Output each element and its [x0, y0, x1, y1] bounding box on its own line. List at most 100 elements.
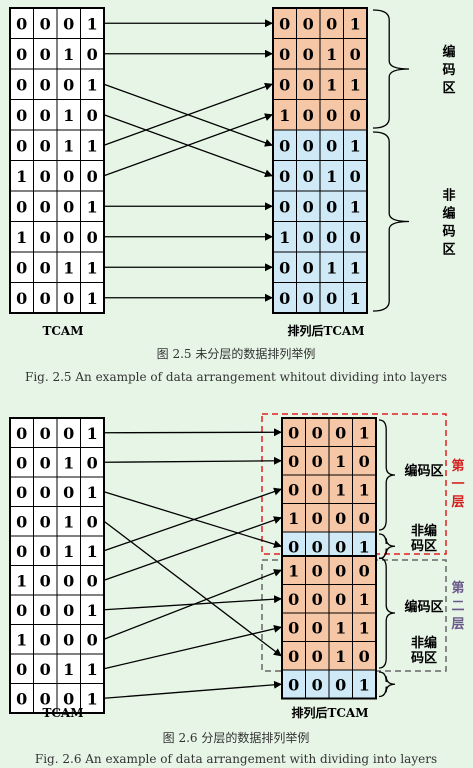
fig2-tcam-cell-value: 0 [16, 512, 27, 531]
fig2-tcam-cell-value: 0 [40, 689, 51, 708]
fig2-tcam-cell-value: 0 [63, 571, 74, 590]
fig2-tcam-cell-value: 0 [40, 483, 51, 502]
fig1-sorted-label: 排列后TCAM [287, 323, 364, 338]
fig1-tcam-cell-value: 1 [63, 106, 74, 125]
fig2-tcam-cell-value: 0 [40, 424, 51, 443]
fig1-tcam-cell-value: 0 [40, 45, 51, 64]
fig2-layer1-cell-value: 0 [312, 452, 323, 471]
fig1-tcam-cell-value: 1 [87, 136, 98, 155]
fig2-layer1-cell-value: 0 [312, 509, 323, 528]
fig1-sorted-cell-value: 1 [350, 289, 361, 308]
fig2-layer1-cell-value: 1 [359, 537, 370, 556]
fig2-tcam-label: TCAM [42, 706, 83, 720]
layer2-label-char-3: 层 [451, 617, 464, 632]
fig2-tcam-cell-value: 0 [63, 601, 74, 620]
fig1-sorted-cell-value: 0 [279, 45, 290, 64]
fig1-sorted-cell-value: 0 [279, 167, 290, 186]
fig2-layer1-cell-value: 0 [335, 537, 346, 556]
fig2-tcam-cell-value: 1 [87, 601, 98, 620]
fig2-layer2-cell-value: 0 [312, 647, 323, 666]
fig2-layer1-cell-value: 0 [312, 423, 323, 442]
fig1-tcam-cell-value: 1 [87, 14, 98, 33]
fig1-sorted-cell-value: 0 [303, 14, 314, 33]
mapping-arrow [103, 520, 282, 657]
fig1-sorted-cell-value: 0 [303, 106, 314, 125]
fig1-tcam-cell-value: 1 [87, 197, 98, 216]
fig1-sorted-cell-value: 1 [326, 167, 337, 186]
fig2-layer1-cell-value: 0 [359, 509, 370, 528]
fig2-layer2-outline [281, 555, 377, 700]
fig1-caption-cn: 图 2.5 未分层的数据排列举例 [157, 346, 316, 361]
layer2-enc-brace [378, 557, 396, 669]
fig2-layer2-cell-value: 0 [335, 590, 346, 609]
fig2-tcam-cell-value: 1 [16, 630, 27, 649]
fig1-caption-en: Fig. 2.5 An example of data arrangement … [25, 370, 447, 384]
fig1-sorted-cell-value: 1 [350, 258, 361, 277]
fig2-tcam-cell-value: 1 [63, 660, 74, 679]
fig1-zone-label-char: 编 [442, 206, 455, 222]
fig1-sorted-cell-value: 1 [350, 75, 361, 94]
fig1-tcam-cell-value: 0 [40, 14, 51, 33]
fig1-tcam-cell-value: 0 [40, 228, 51, 247]
fig2-tcam-cell-value: 1 [63, 542, 74, 561]
fig1-tcam-cell-value: 1 [16, 167, 27, 186]
fig1-sorted-cell-value: 1 [350, 14, 361, 33]
fig1-arrows [103, 19, 273, 302]
fig2-layer2-cell-value: 1 [359, 590, 370, 609]
fig2-tcam-cell-value: 0 [16, 453, 27, 472]
fig2-layer2-cell-value: 0 [312, 561, 323, 580]
layer2-non-label-1: 非编 [411, 635, 437, 651]
mapping-arrow [103, 680, 282, 699]
fig1-tcam-cell-value: 0 [40, 75, 51, 94]
fig1-sorted-cell-value: 1 [350, 197, 361, 216]
fig2-layer2-cell-value: 0 [359, 647, 370, 666]
fig2-layer2-cell-value: 1 [335, 647, 346, 666]
layer2-label-char-1: 第 [451, 580, 464, 596]
fig2-tcam-cell-value: 0 [40, 660, 51, 679]
mapping-arrow [103, 569, 282, 640]
fig2-tcam-cell-value: 0 [63, 689, 74, 708]
fig2-layer2-cell-value: 0 [312, 618, 323, 637]
fig2-tcam-cell-value: 0 [63, 630, 74, 649]
fig2-tcam-cell-value: 0 [16, 601, 27, 620]
fig1-sorted-cell-value: 0 [303, 75, 314, 94]
fig1-tcam-cell-value: 0 [87, 228, 98, 247]
fig1-sorted-cell-value: 1 [279, 228, 290, 247]
fig1-tcam-cell-value: 0 [40, 136, 51, 155]
fig1-zone-label-char: 编 [442, 44, 455, 60]
layer1-non-brace [378, 533, 396, 560]
fig1-sorted-cell-value: 0 [279, 197, 290, 216]
fig2-tcam-cell-value: 1 [87, 542, 98, 561]
fig1-tcam-cell-value: 1 [63, 258, 74, 277]
fig1-zone-label-char: 非 [442, 188, 455, 204]
fig1-tcam-cell-value: 0 [40, 106, 51, 125]
fig1-zone-label-char: 区 [442, 243, 455, 258]
fig2-tcam-cell-value: 1 [87, 483, 98, 502]
fig2-layer2-cell-value: 1 [359, 618, 370, 637]
fig1-tcam-cell-value: 0 [63, 14, 74, 33]
fig2-layer1-cell-value: 0 [288, 452, 299, 471]
fig1-sorted-cell-value: 0 [326, 106, 337, 125]
fig2-layer1-cell-value: 0 [288, 480, 299, 499]
fig2-tcam-cell-value: 1 [87, 424, 98, 443]
fig2-tcam-cell-value: 0 [16, 424, 27, 443]
fig1-tcam-cell-value: 0 [63, 228, 74, 247]
fig1-sorted-cell-value: 0 [326, 289, 337, 308]
layer1-label-char-3: 层 [451, 495, 464, 510]
fig2-layer1-cell-value: 0 [335, 423, 346, 442]
fig2-caption-cn: 图 2.6 分层的数据排列举例 [163, 730, 310, 745]
fig1-tcam-cell-value: 1 [63, 136, 74, 155]
